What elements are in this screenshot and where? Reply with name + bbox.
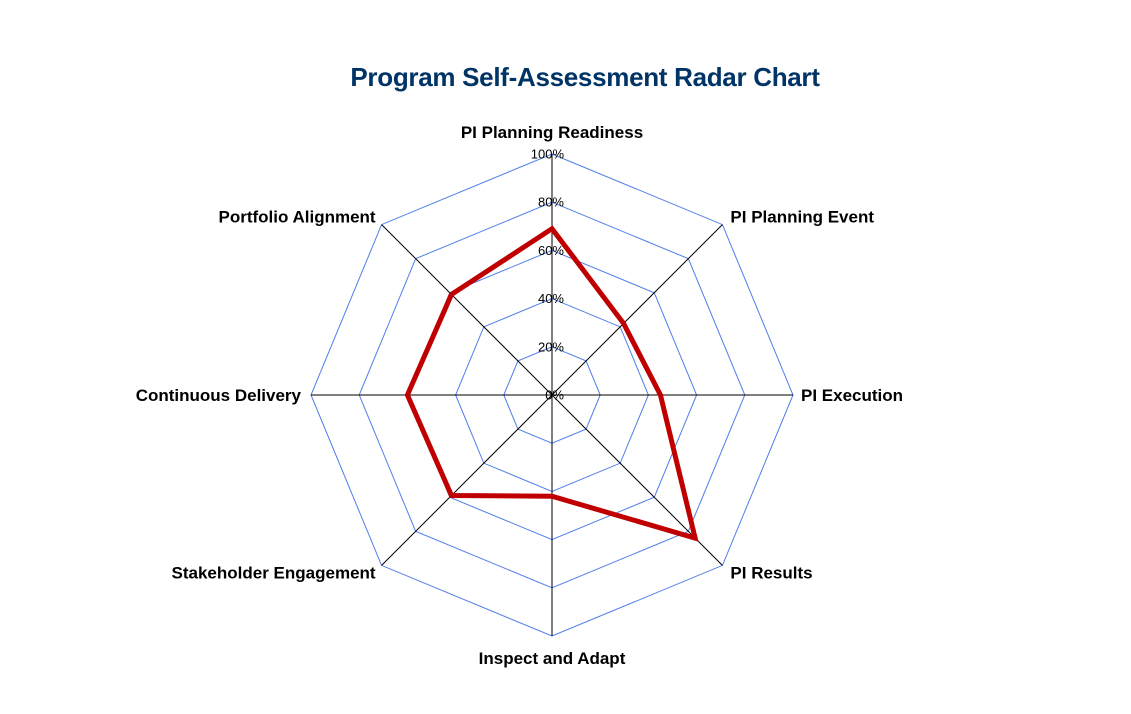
axis-spoke	[381, 224, 553, 396]
tick-label: 0%	[545, 388, 564, 403]
category-label: Inspect and Adapt	[479, 649, 626, 668]
axis-spoke	[381, 394, 553, 566]
chart-title: Program Self-Assessment Radar Chart	[350, 62, 820, 92]
category-label: PI Planning Event	[730, 208, 874, 227]
series-line	[404, 225, 699, 542]
category-label: Portfolio Alignment	[219, 208, 376, 227]
radar-series	[404, 225, 699, 542]
tick-label: 100%	[531, 147, 565, 162]
category-label: Stakeholder Engagement	[172, 563, 376, 582]
category-labels: PI Planning Readiness PI Planning EventPI…	[136, 123, 903, 668]
tick-label: 60%	[538, 243, 564, 258]
category-label: PI Planning Readiness	[461, 123, 643, 142]
radar-spokes	[311, 154, 793, 636]
tick-label: 20%	[538, 339, 564, 354]
category-label: PI Results	[730, 563, 812, 582]
tick-label: 80%	[538, 195, 564, 210]
category-label: Continuous Delivery	[136, 386, 302, 405]
radial-tick-labels: 0% 20% 40% 60% 80% 100%	[531, 147, 565, 403]
axis-spoke	[551, 224, 723, 396]
tick-label: 40%	[538, 291, 564, 306]
category-label: PI Execution	[801, 386, 903, 405]
